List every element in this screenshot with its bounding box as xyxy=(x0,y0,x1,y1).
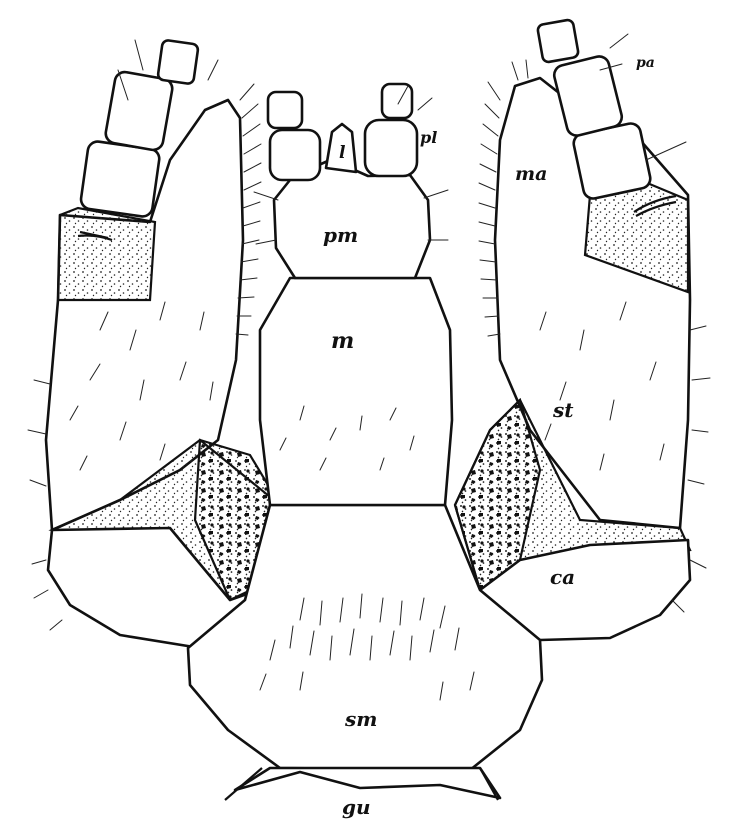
right-palp-segment-4 xyxy=(537,19,579,63)
right-maxilla xyxy=(455,19,710,640)
label-pm: pm xyxy=(323,223,358,247)
label-pa: pa xyxy=(636,55,655,71)
mentum xyxy=(260,278,452,505)
label-ma: ma xyxy=(515,163,547,185)
right-labial-palp-tip xyxy=(382,84,412,118)
left-palp-segment-4 xyxy=(157,40,198,85)
left-labial-palp-tip xyxy=(268,92,302,128)
left-palp-base xyxy=(58,208,155,300)
label-sm: sm xyxy=(344,707,377,731)
left-palp-segment-2 xyxy=(80,140,161,217)
label-gu: gu xyxy=(342,795,371,819)
label-m: m xyxy=(331,328,354,354)
label-ca: ca xyxy=(550,565,575,589)
left-palp-segment-3 xyxy=(104,71,174,152)
label-l: l xyxy=(339,143,346,163)
right-labial-palp-base xyxy=(365,120,417,176)
gula xyxy=(235,768,500,798)
left-labial-palp-base xyxy=(270,130,320,180)
left-maxilla xyxy=(28,40,280,648)
label-st: st xyxy=(552,398,574,422)
label-pl: pl xyxy=(420,128,437,147)
